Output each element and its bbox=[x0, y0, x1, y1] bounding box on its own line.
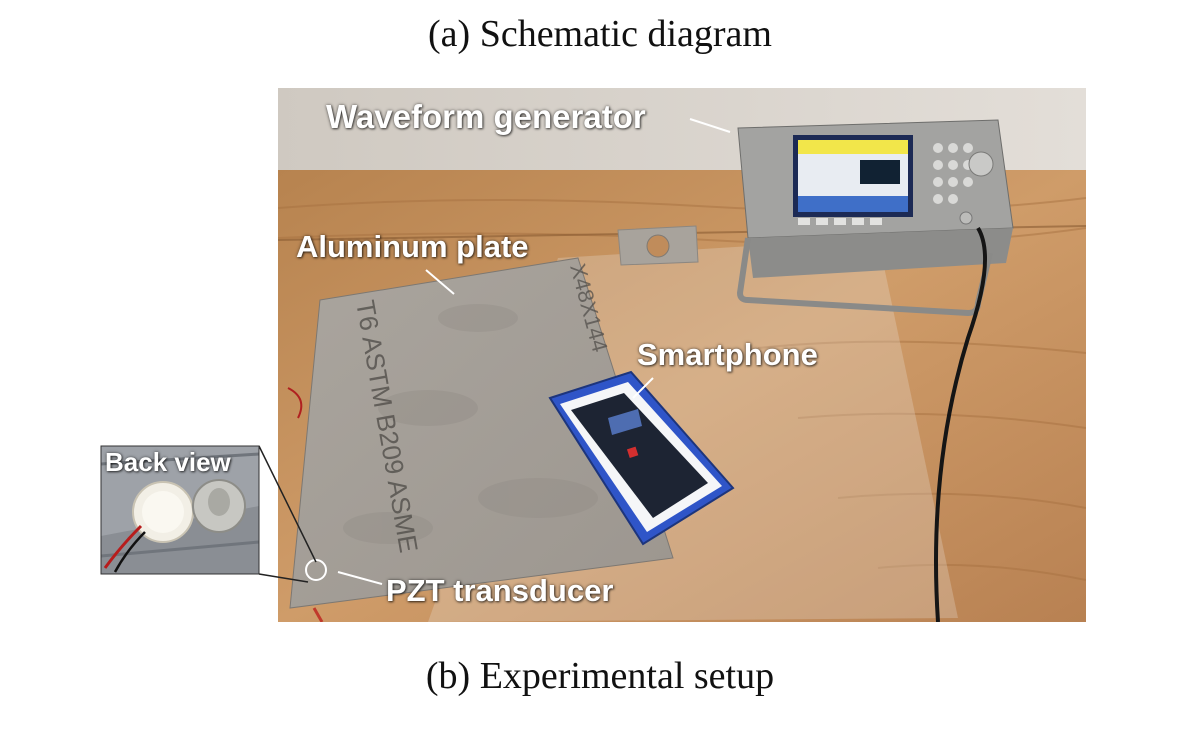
label-back-view: Back view bbox=[105, 447, 231, 477]
pointer-smartphone bbox=[632, 377, 654, 399]
plate-stains bbox=[343, 304, 598, 544]
label-aluminum-plate: Aluminum plate bbox=[296, 229, 529, 264]
pointer-pzt bbox=[337, 571, 383, 585]
experimental-setup-photo: T6 ASTM B209 ASME X48X144 bbox=[278, 88, 1086, 622]
label-smartphone: Smartphone bbox=[637, 337, 818, 372]
pzt-wire-2 bbox=[312, 607, 324, 622]
hole bbox=[646, 234, 670, 258]
caption-schematic-diagram: (a) Schematic diagram bbox=[428, 13, 772, 55]
label-pzt-transducer: PZT transducer bbox=[386, 573, 614, 608]
pzt-wire bbox=[287, 387, 303, 419]
label-waveform-generator: Waveform generator bbox=[326, 98, 646, 135]
smartphone-device bbox=[548, 370, 735, 546]
pointer-waveform bbox=[689, 118, 731, 133]
pointer-aluminum bbox=[425, 269, 455, 295]
waveform-generator-device bbox=[736, 119, 1014, 317]
caption-experimental-setup: (b) Experimental setup bbox=[425, 655, 775, 697]
signal-cable bbox=[934, 226, 988, 622]
